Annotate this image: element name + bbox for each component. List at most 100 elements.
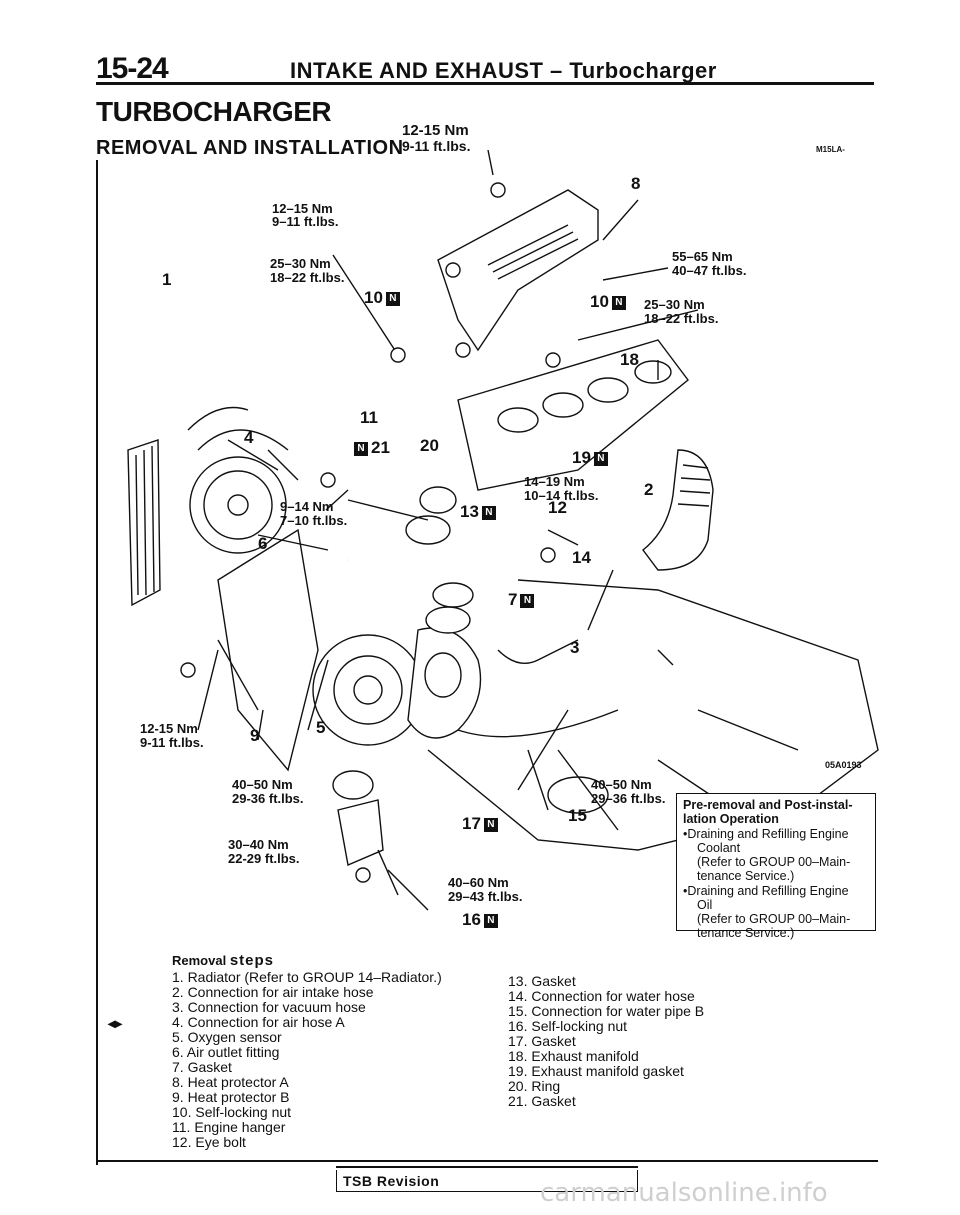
torque-e-ft: 10–14 ft.lbs. <box>524 488 599 503</box>
torque-j-nm: 30–40 Nm <box>228 837 289 852</box>
list-item: 17. Gasket <box>508 1033 576 1049</box>
callout-13-number: 13 <box>460 502 479 521</box>
removal-steps-left-column: 1. Radiator (Refer to GROUP 14–Radiator.… <box>172 970 442 1150</box>
section-subtitle: REMOVAL AND INSTALLATION <box>96 137 404 159</box>
torque-c-nm: 55–65 Nm <box>672 249 733 264</box>
torque-b-ft: 18–22 ft.lbs. <box>270 270 345 285</box>
torque-g-ft: 9-11 ft.lbs. <box>140 735 204 750</box>
callout-5: 5 <box>316 718 326 737</box>
n-mark-icon: N <box>520 593 535 608</box>
tsb-revision-box: TSB Revision <box>336 1170 638 1192</box>
list-item: 3. Connection for vacuum hose <box>172 999 366 1015</box>
service-point-marker-icon: ◂▸ <box>108 1015 123 1031</box>
list-item: 5. Oxygen sensor <box>172 1029 282 1045</box>
page-number: 15-24 <box>96 52 169 85</box>
torque-i-ft: 29–36 ft.lbs. <box>591 791 666 806</box>
list-item: 18. Exhaust manifold <box>508 1048 639 1064</box>
callout-19-number: 19 <box>572 448 591 467</box>
list-item: 10. Self-locking nut <box>172 1104 292 1120</box>
torque-a-nm: 12–15 Nm <box>272 201 333 216</box>
removal-steps-prefix: Removal <box>172 953 227 968</box>
note-item-1-ref2: tenance Service.) <box>697 869 795 883</box>
callout-10-right-number: 10 <box>590 292 609 311</box>
list-item: 14. Connection for water hose <box>508 988 695 1004</box>
torque-h-nm: 40–50 Nm <box>232 777 293 792</box>
n-mark-icon: N <box>354 441 368 456</box>
section-title: TURBOCHARGER <box>96 96 332 127</box>
callout-17-number: 17 <box>462 814 481 833</box>
header-rule <box>96 82 874 85</box>
callout-8: 8 <box>631 174 641 193</box>
list-item: 19. Exhaust manifold gasket <box>508 1063 684 1079</box>
callout-16-number: 16 <box>462 910 481 929</box>
callout-15: 15 <box>568 806 587 825</box>
callout-21-number: 21 <box>371 438 390 457</box>
callout-10-left-number: 10 <box>364 288 383 307</box>
list-item: 9. Heat protector B <box>172 1089 290 1105</box>
torque-d-nm: 25–30 Nm <box>644 297 705 312</box>
turbocharger-drawing <box>312 627 482 746</box>
callout-4: 4 <box>244 428 254 447</box>
n-mark-icon: N <box>611 295 626 310</box>
note-item-1-sub: Coolant <box>697 841 741 855</box>
heat-protector-a-drawing <box>437 189 599 352</box>
torque-g-nm: 12-15 Nm <box>140 721 198 736</box>
list-item: 15. Connection for water pipe B <box>508 1003 705 1019</box>
note-item-2-ref: (Refer to GROUP 00–Main- <box>697 912 851 926</box>
note-item-2-sub: Oil <box>697 898 713 912</box>
callout-7-number: 7 <box>508 590 518 609</box>
torque-top-nm: 12-15 Nm <box>402 122 469 139</box>
n-mark-icon: N <box>385 291 400 306</box>
torque-top-ft: 9-11 ft.lbs. <box>402 138 471 154</box>
note-heading: Pre-removal and Post-instal-lation Opera… <box>683 798 853 826</box>
removal-steps-word: steps <box>229 952 275 969</box>
torque-k-ft: 29–43 ft.lbs. <box>448 889 523 904</box>
callout-2: 2 <box>644 480 654 499</box>
list-item: 1. Radiator (Refer to GROUP 14–Radiator.… <box>172 969 442 985</box>
torque-b-nm: 25–30 Nm <box>270 256 331 271</box>
callout-12: 12 <box>548 498 567 517</box>
turbocharger-exploded-diagram: 12-15 Nm 9-11 ft.lbs. 12–15 Nm 9–11 ft.l… <box>98 123 880 950</box>
torque-f-ft: 7–10 ft.lbs. <box>280 513 348 528</box>
torque-d-ft: 18–22 ft.lbs. <box>644 311 719 326</box>
tsb-top-rule <box>336 1166 638 1168</box>
torque-k-nm: 40–60 Nm <box>448 875 509 890</box>
radiator-drawing <box>127 406 289 607</box>
diagram-drawing <box>127 149 879 911</box>
callout-20: 20 <box>420 436 439 455</box>
list-item: 11. Engine hanger <box>172 1119 286 1135</box>
frame-left-border <box>96 160 98 1165</box>
callout-1: 1 <box>162 270 172 289</box>
note-item-1: •Draining and Refilling Engine <box>683 827 849 841</box>
torque-f-nm: 9–14 Nm <box>280 499 334 514</box>
pre-removal-note-box: Pre-removal and Post-instal-lation Opera… <box>676 793 876 940</box>
callout-3: 3 <box>570 638 580 657</box>
torque-j-ft: 22-29 ft.lbs. <box>228 851 300 866</box>
callout-11: 11 <box>360 408 378 427</box>
n-mark-icon: N <box>481 505 496 520</box>
watermark: carmanualsonline.info <box>540 1178 828 1208</box>
list-item: 16. Self-locking nut <box>508 1018 628 1034</box>
list-item: 6. Air outlet fitting <box>172 1044 280 1060</box>
torque-a-ft: 9–11 ft.lbs. <box>272 214 339 229</box>
figure-code: 05A0193 <box>825 760 862 770</box>
note-item-1-ref: (Refer to GROUP 00–Main- <box>697 855 851 869</box>
list-item: 7. Gasket <box>172 1059 232 1075</box>
torque-h-ft: 29-36 ft.lbs. <box>232 791 304 806</box>
list-item: 20. Ring <box>508 1078 561 1094</box>
callout-9: 9 <box>250 726 260 745</box>
page-header-title: INTAKE AND EXHAUST – Turbocharger <box>290 58 717 83</box>
list-item: 12. Eye bolt <box>172 1134 246 1150</box>
removal-steps-heading: Removal steps <box>172 952 274 969</box>
callout-14: 14 <box>572 548 591 567</box>
n-mark-icon: N <box>483 913 498 928</box>
list-item: 2. Connection for air intake hose <box>172 984 374 1000</box>
list-item: 4. Connection for air hose A <box>172 1014 345 1030</box>
